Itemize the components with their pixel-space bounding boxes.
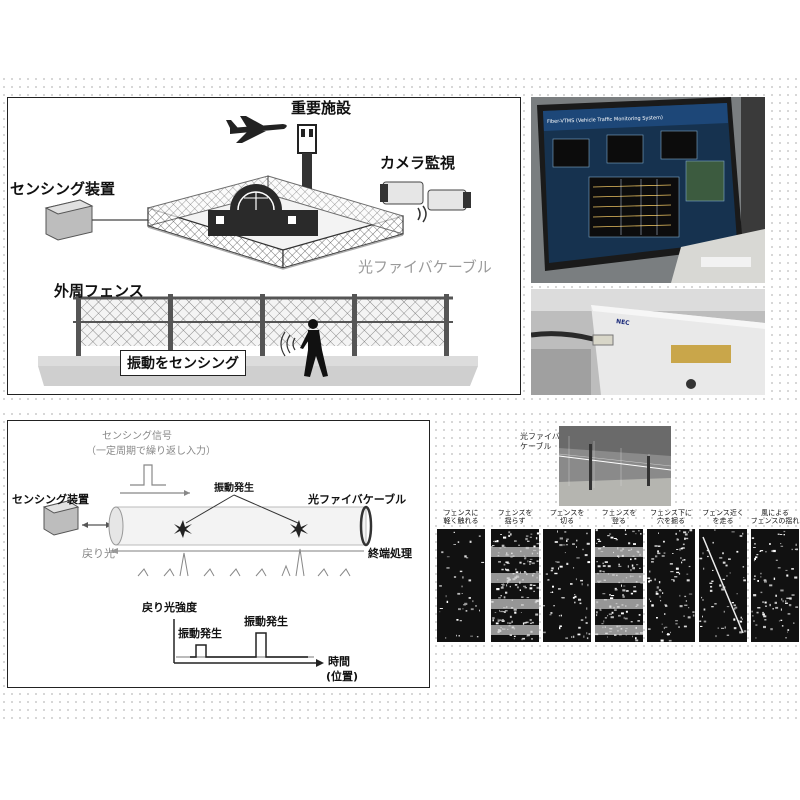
vibration-pattern-image — [437, 529, 485, 642]
vibration-1-label: 振動発生 — [178, 625, 222, 641]
pattern-label: フェンス下に 穴を掘る — [645, 509, 697, 525]
perimeter-fence-label: 外周フェンス — [54, 280, 144, 301]
fence-photo-fiber-label: 光ファイバ ケーブル — [520, 432, 560, 452]
vibration-pattern-image — [595, 529, 643, 642]
sensing-device-photo: NEC — [531, 289, 765, 395]
time-axis-label: 時間 — [328, 653, 350, 669]
pattern-label: フェンスに 軽く触れる — [435, 509, 487, 525]
principle-diagram-panel: センシング信号 （一定周期で繰り返し入力） センシング装置 振動発生 光ファイバ… — [7, 420, 430, 688]
principle-optical-fiber-label: 光ファイバケーブル — [308, 491, 406, 507]
fence-photo — [559, 426, 671, 506]
vibration-pattern-image — [491, 529, 539, 642]
return-light-intensity-label: 戻り光強度 — [142, 599, 197, 615]
sensing-device-box — [46, 200, 148, 240]
vibration-2-label: 振動発生 — [244, 613, 288, 629]
return-light-label: 戻り光 — [82, 545, 115, 561]
vibration-pattern-image — [647, 529, 695, 642]
pattern-label: フェンスを 揺らす — [489, 509, 541, 525]
vibration-pattern-image — [699, 529, 747, 642]
vibration-pattern-image — [751, 529, 799, 642]
vibration-sensing-label: 振動をセンシング — [120, 350, 246, 376]
sensing-signal-label: センシング信号 — [102, 427, 172, 442]
optical-fiber-label: 光ファイバケーブル — [358, 256, 492, 277]
vibration-pattern-image — [543, 529, 591, 642]
sensing-signal-note: （一定周期で繰り返し入力） — [86, 442, 216, 457]
perimeter-illustration — [8, 98, 522, 396]
perimeter-fence — [38, 294, 478, 386]
pattern-label: フェンスを 切る — [541, 509, 593, 525]
airplane-icon — [226, 116, 287, 143]
camera-monitoring-label: カメラ監視 — [380, 152, 455, 173]
position-axis-label: (位置) — [326, 668, 358, 684]
pattern-label: 風による フェンスの揺れ — [749, 509, 800, 525]
vibration-occurs-label: 振動発生 — [214, 479, 254, 494]
perimeter-diagram-panel: 重要施設 カメラ監視 センシング装置 光ファイバケーブル 外周フェンス 振動をセ… — [7, 97, 521, 395]
principle-sensing-device-label: センシング装置 — [12, 491, 89, 507]
termination-label: 終端処理 — [368, 545, 412, 561]
pattern-label: フェンスを 登る — [593, 509, 645, 525]
monitor-photo: Fiber-VTMS (Vehicle Traffic Monitoring S… — [531, 97, 765, 283]
fence-enclosure — [148, 176, 403, 268]
pattern-label: フェンス近く を走る — [697, 509, 749, 525]
important-facility-label: 重要施設 — [291, 97, 351, 118]
sensing-device-label: センシング装置 — [10, 178, 115, 199]
